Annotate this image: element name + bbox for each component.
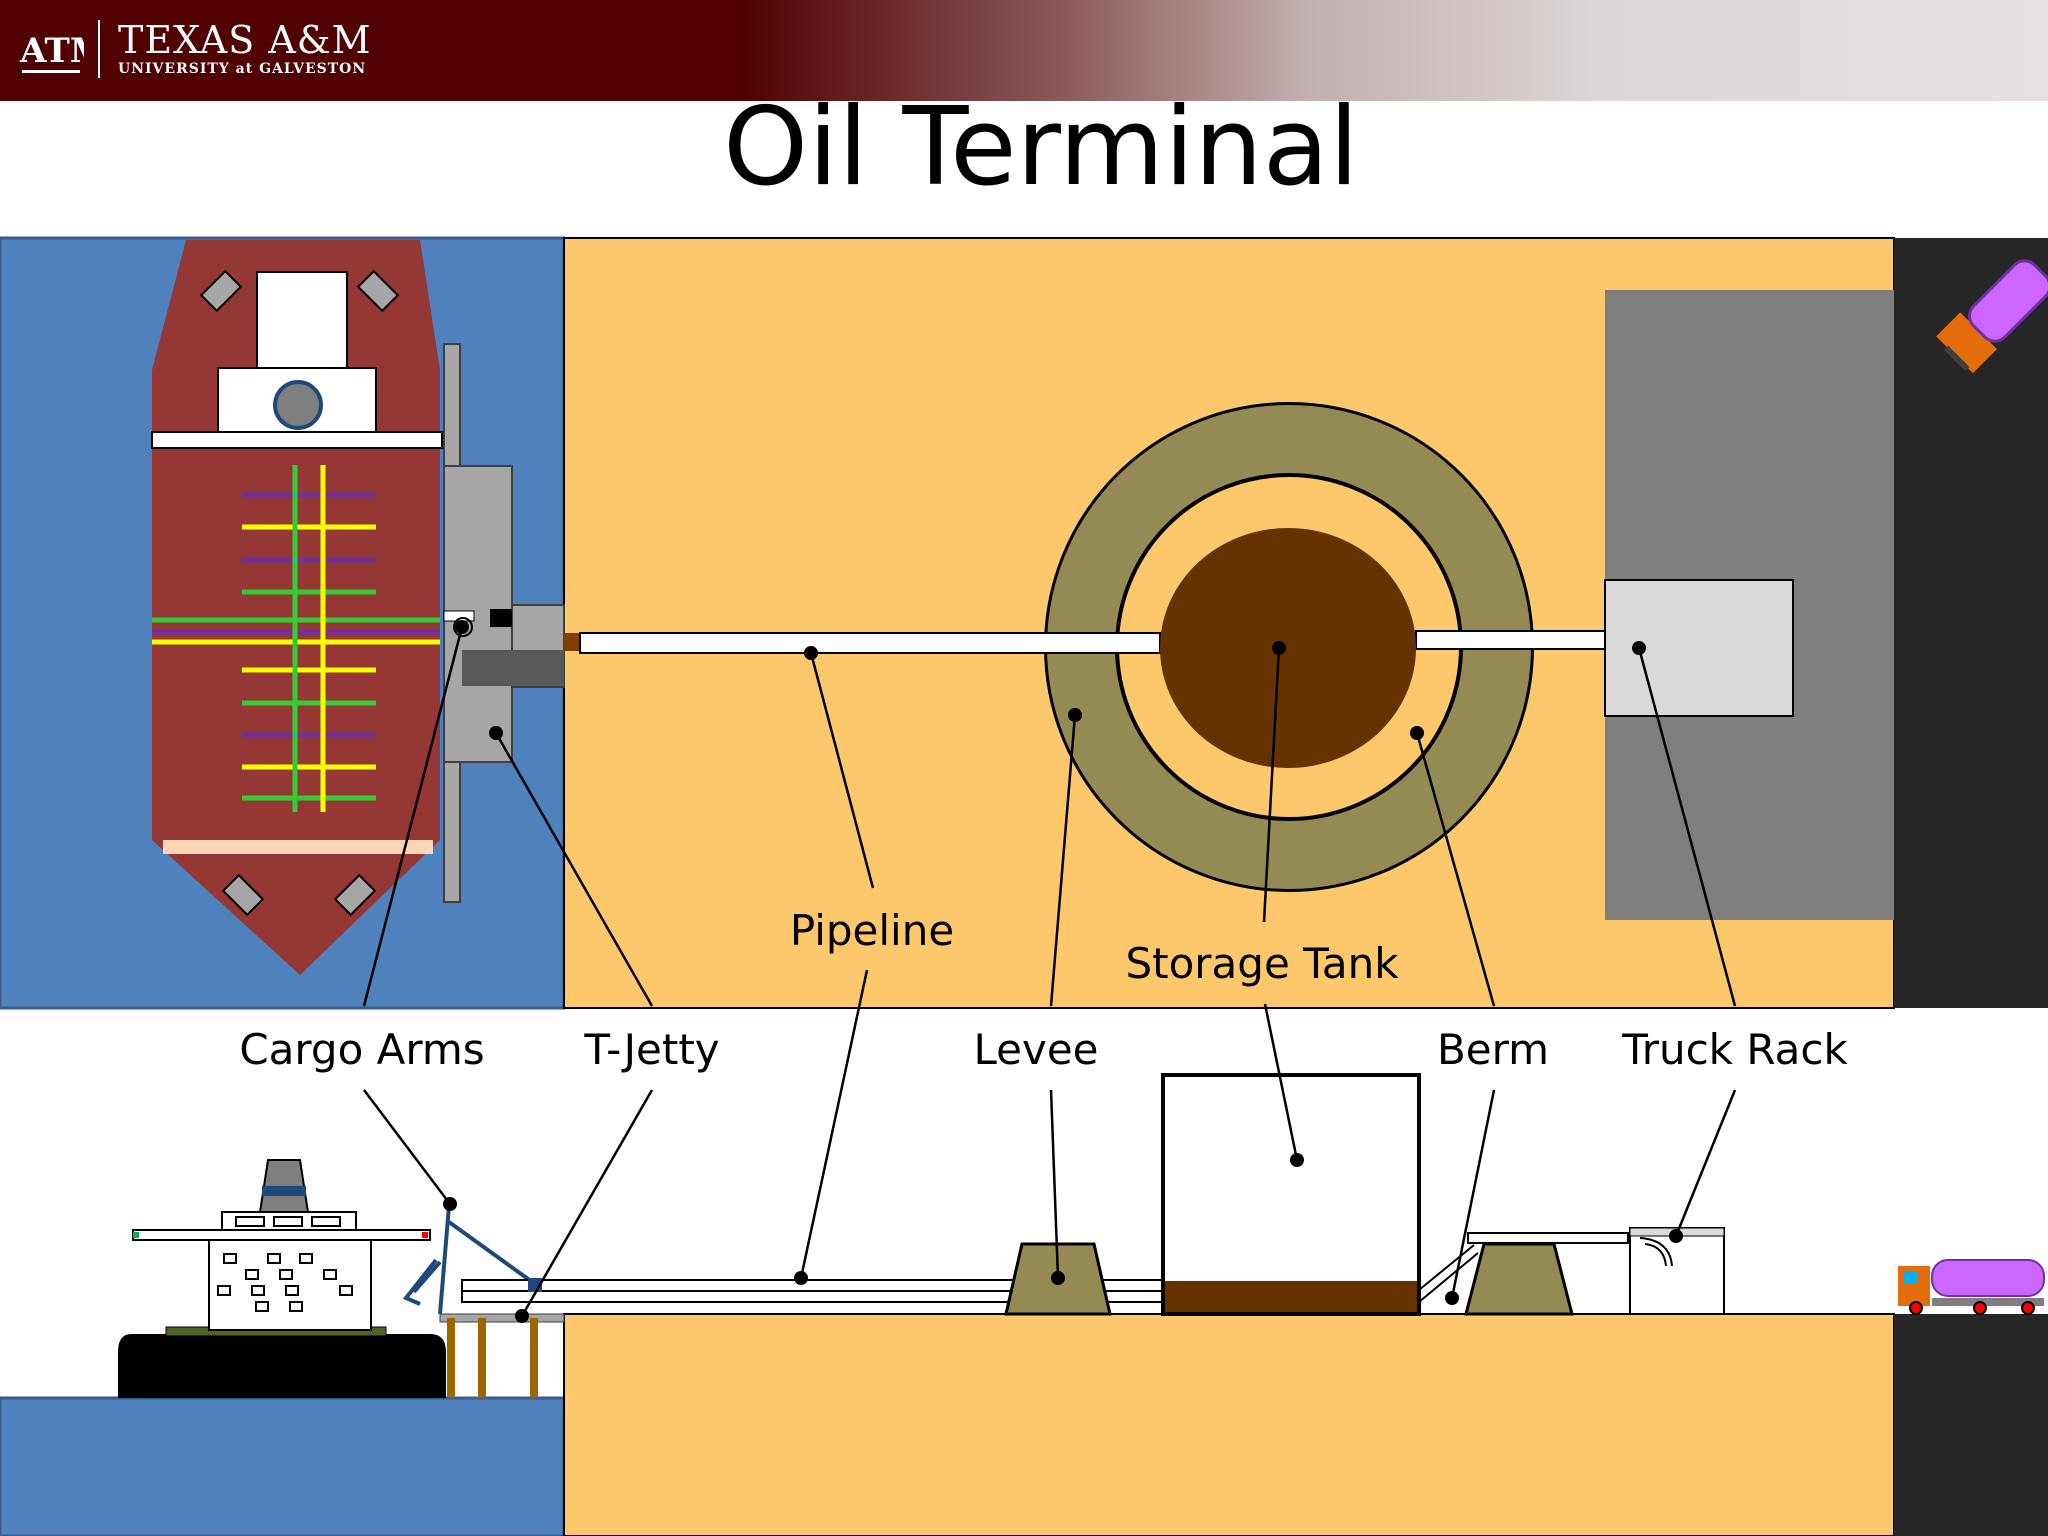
- university-logo[interactable]: ATM TEXAS A&M UNIVERSITY at GALVESTON: [18, 14, 372, 84]
- label-cargo-arms: Cargo Arms: [239, 1025, 484, 1074]
- logo-text: TEXAS A&M UNIVERSITY at GALVESTON: [118, 20, 372, 78]
- svg-text:ATM: ATM: [19, 31, 84, 71]
- logo-university-name: TEXAS A&M: [118, 18, 372, 62]
- tanker-bridge-top: [256, 271, 348, 371]
- label-berm: Berm: [1437, 1025, 1549, 1074]
- slide-title: Oil Terminal: [723, 85, 1359, 210]
- section-road: [1894, 1314, 2048, 1536]
- pipeline-tank-to-rack: [1415, 630, 1606, 650]
- section-view: [0, 1073, 2048, 1536]
- storage-tank-plan: [1160, 528, 1416, 768]
- berm-profile: [1418, 1232, 1629, 1316]
- label-pipeline: Pipeline: [790, 906, 954, 955]
- mooring-winches: [199, 269, 400, 917]
- label-t-jetty: T-Jetty: [583, 1025, 719, 1074]
- header-bar: ATM TEXAS A&M UNIVERSITY at GALVESTON: [0, 0, 2048, 101]
- pipeline-plan: [579, 632, 1161, 654]
- atm-logo-icon: ATM: [19, 31, 84, 73]
- tanker-deck-line: [151, 431, 443, 449]
- label-storage-tank: Storage Tank: [1125, 939, 1399, 988]
- leader-lines: [362, 626, 1737, 1317]
- label-levee: Levee: [973, 1025, 1098, 1074]
- tanker-funnel: [273, 380, 323, 430]
- section-land: [563, 1313, 1895, 1536]
- storage-tank-oil: [1165, 1281, 1417, 1312]
- cargo-arm-profile: [402, 1205, 537, 1315]
- plan-view: [0, 236, 2048, 1010]
- storage-tank-profile: [1161, 1073, 1421, 1316]
- tanker-profile: [118, 1159, 446, 1398]
- leader-dots: [443, 620, 1683, 1323]
- deck-piping: [152, 465, 440, 812]
- logo-divider: [98, 20, 100, 78]
- tank-truck-profile: [1898, 1259, 2045, 1315]
- tanker-stern-line: [163, 840, 433, 854]
- logo-campus-name: UNIVERSITY at GALVESTON: [118, 61, 367, 77]
- section-water: [0, 1396, 566, 1536]
- tanker-plan: [151, 240, 443, 975]
- label-truck-rack: Truck Rack: [1621, 1025, 1848, 1074]
- t-jetty-profile: [439, 1313, 565, 1398]
- tank-truck-plan: [1936, 259, 2048, 374]
